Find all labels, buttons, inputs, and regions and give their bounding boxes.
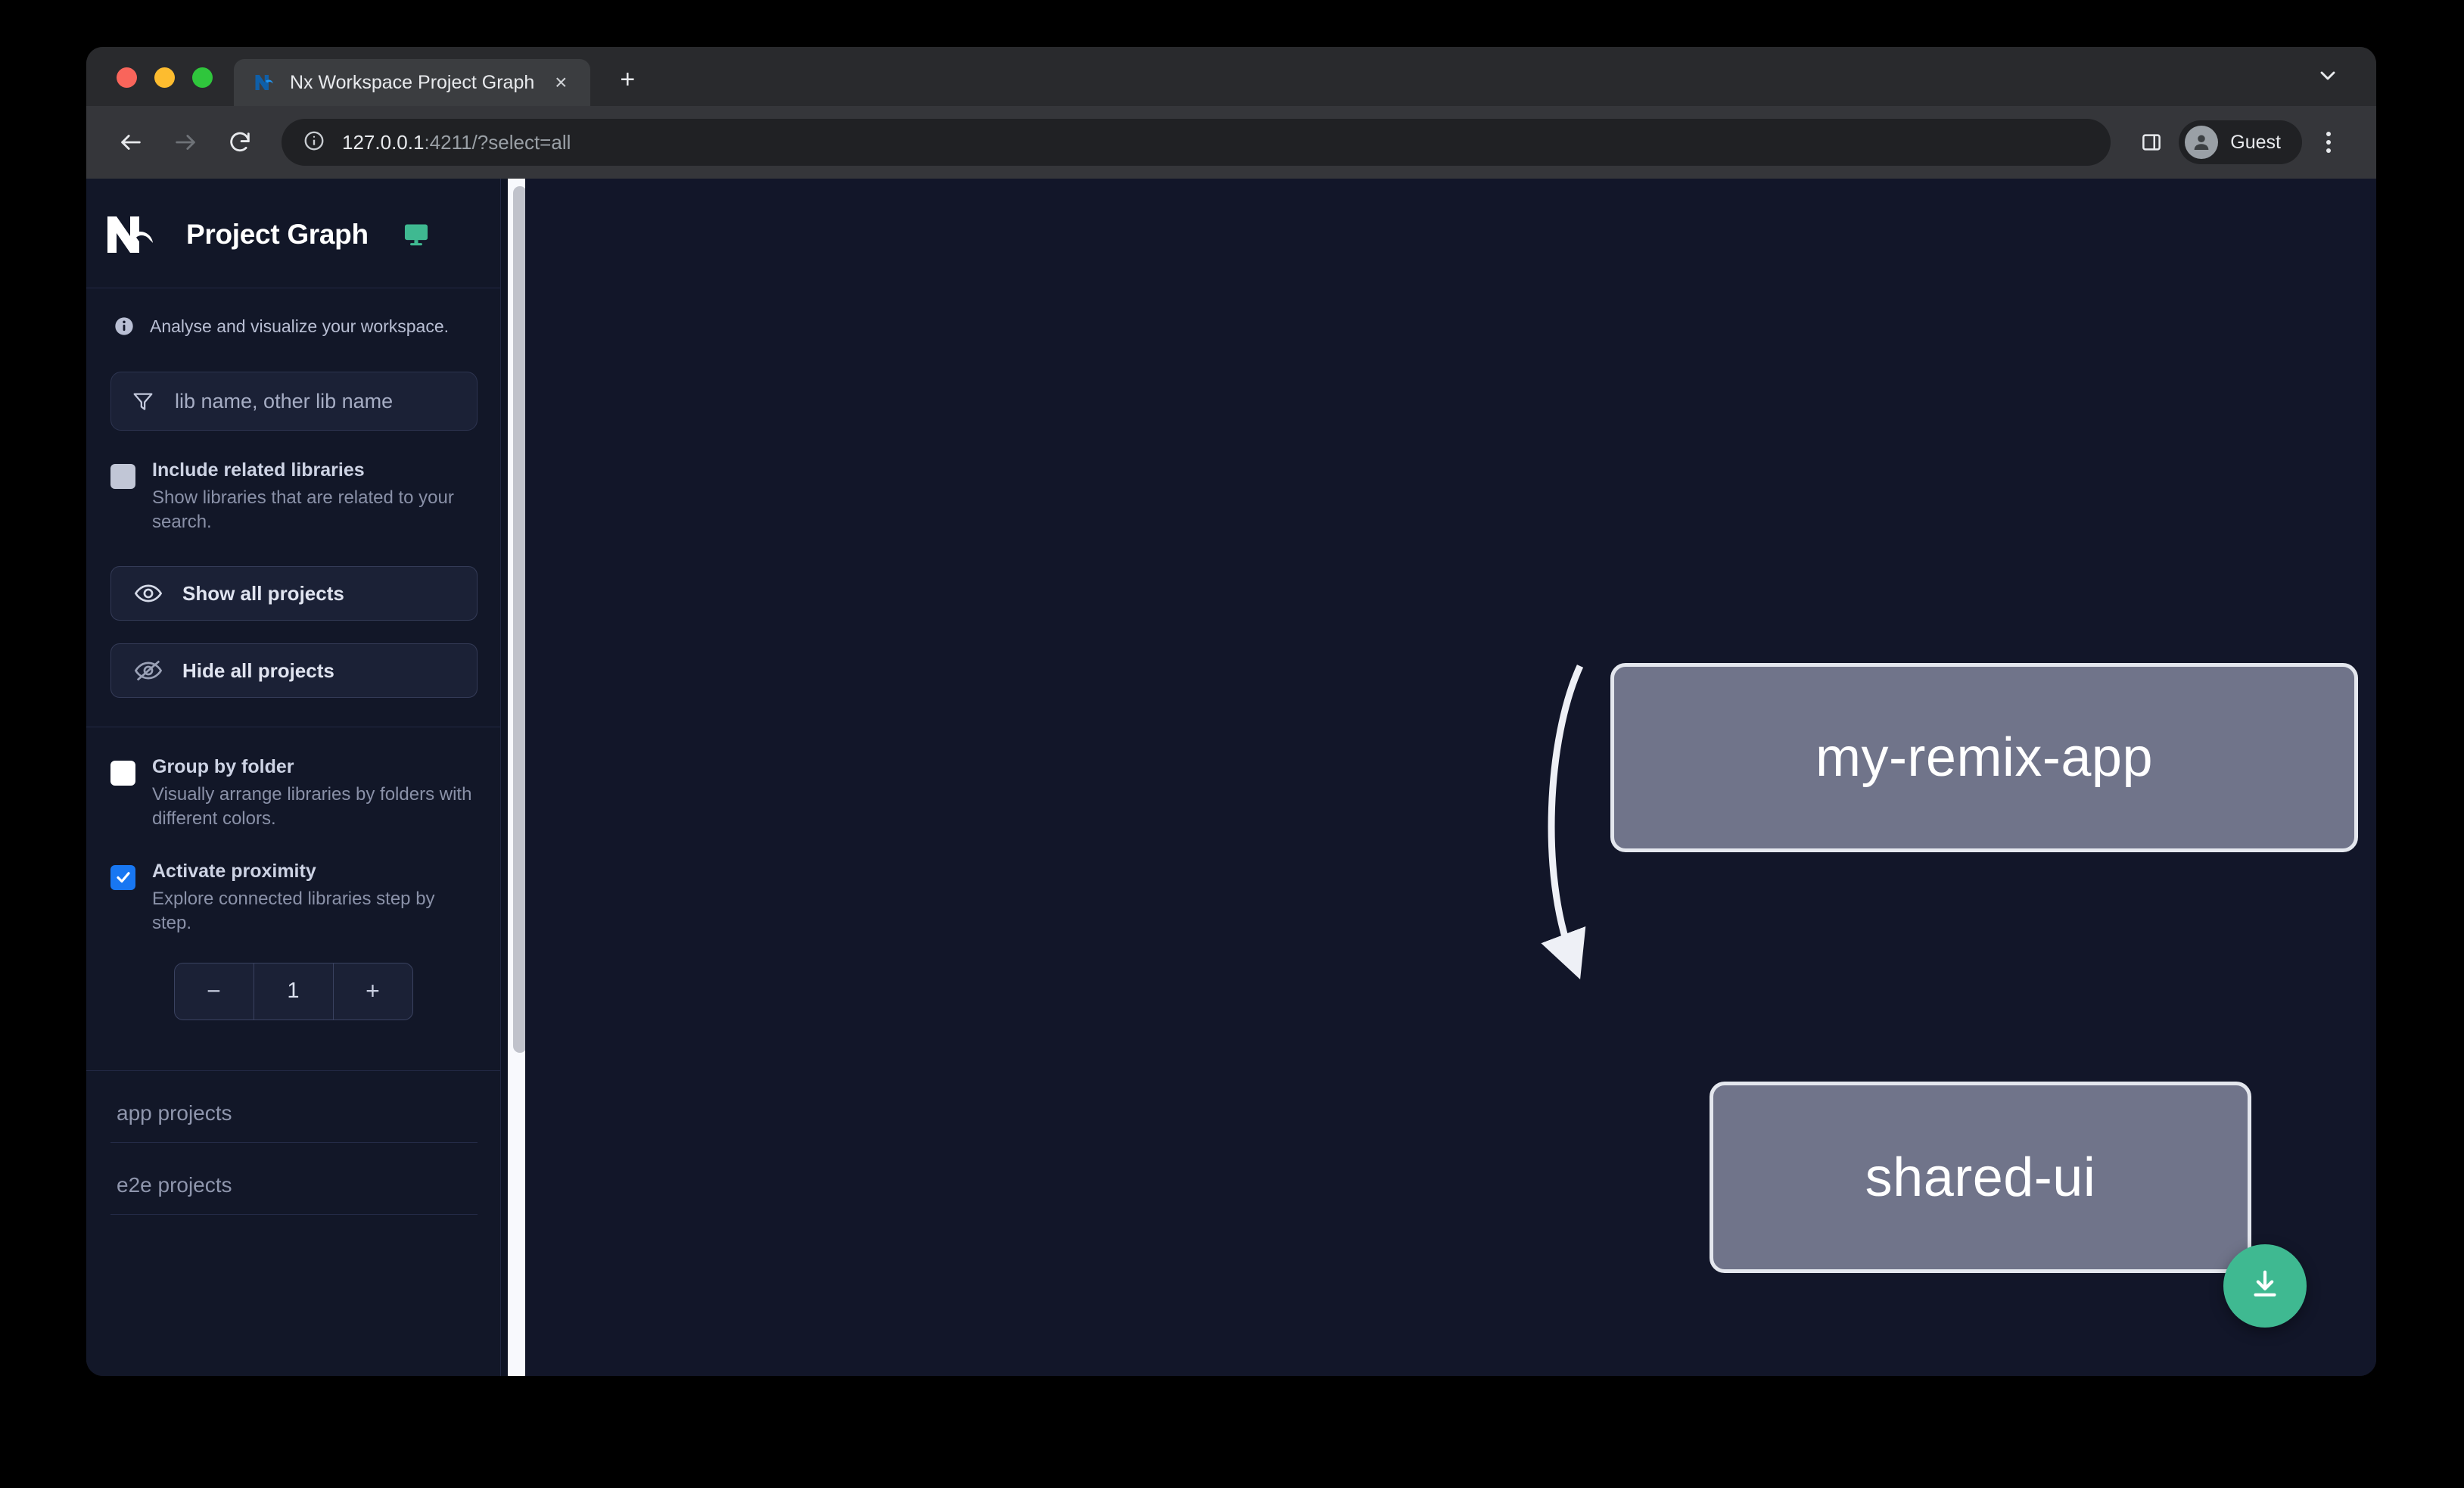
eye-off-icon	[134, 659, 163, 682]
checkbox-activate-proximity[interactable]	[110, 864, 135, 890]
minimize-window-button[interactable]	[154, 67, 175, 88]
kebab-menu-icon[interactable]	[2308, 120, 2349, 164]
search-placeholder: lib name, other lib name	[175, 389, 394, 412]
edge-my-remix-app-to-shared-ui	[1541, 665, 1586, 980]
sidebar: Project Graph Analyse and visualize your…	[86, 179, 532, 1376]
eye-icon	[134, 582, 163, 605]
back-arrow-icon[interactable]	[107, 119, 154, 166]
option-label: Activate proximity	[152, 860, 316, 882]
node-label: shared-ui	[1865, 1147, 2096, 1208]
profile-label: Guest	[2230, 131, 2281, 153]
stepper-decrement-button[interactable]: −	[175, 963, 254, 1019]
url-text: 127.0.0.1:4211/?select=all	[342, 131, 571, 154]
info-icon	[114, 316, 135, 337]
show-all-projects-button[interactable]: Show all projects	[110, 566, 478, 621]
url-host: 127.0.0.1	[342, 130, 425, 154]
section-app-projects[interactable]: app projects	[110, 1071, 478, 1143]
option-group-by-folder[interactable]: Group by folder Visually arrange librari…	[86, 756, 500, 831]
window-traffic-lights	[86, 67, 213, 106]
option-label: Group by folder	[152, 756, 294, 778]
page-content: Project Graph Analyse and visualize your…	[86, 179, 2376, 1376]
toolbar-right-group: Guest	[2130, 120, 2349, 164]
profile-button[interactable]: Guest	[2179, 120, 2302, 164]
option-description: Visually arrange libraries by folders wi…	[152, 784, 472, 830]
url-path: :4211/?select=all	[424, 130, 571, 154]
browser-tab[interactable]: Nx Workspace Project Graph ×	[234, 59, 591, 106]
maximize-window-button[interactable]	[192, 67, 213, 88]
side-panel-icon[interactable]	[2130, 121, 2173, 163]
funnel-icon	[131, 389, 155, 413]
address-bar[interactable]: 127.0.0.1:4211/?select=all	[282, 119, 2111, 166]
download-button[interactable]	[2223, 1244, 2307, 1328]
hide-all-projects-button[interactable]: Hide all projects	[110, 643, 478, 699]
sidebar-header: Project Graph	[86, 179, 500, 288]
option-activate-proximity[interactable]: Activate proximity Explore connected lib…	[86, 861, 500, 935]
graph-node-shared-ui[interactable]: shared-ui	[1710, 1082, 2251, 1273]
option-description: Explore connected libraries step by step…	[152, 888, 435, 933]
checkbox-include-related-libraries[interactable]	[110, 464, 135, 489]
sidebar-note: Analyse and visualize your workspace.	[86, 288, 500, 337]
option-description: Show libraries that are related to your …	[152, 487, 454, 533]
tab-strip: Nx Workspace Project Graph × +	[86, 47, 2376, 106]
option-label: Include related libraries	[152, 459, 365, 481]
search-input[interactable]: lib name, other lib name	[110, 372, 478, 431]
project-graph-canvas[interactable]: my-remix-app shared-ui	[525, 179, 2376, 1376]
close-icon[interactable]: ×	[555, 70, 568, 94]
tab-title: Nx Workspace Project Graph	[290, 71, 535, 93]
proximity-stepper: − 1 +	[173, 962, 413, 1020]
graph-node-my-remix-app[interactable]: my-remix-app	[1610, 663, 2358, 852]
new-tab-button[interactable]: +	[620, 64, 636, 94]
sidebar-note-text: Analyse and visualize your workspace.	[150, 316, 450, 336]
stepper-increment-button[interactable]: +	[366, 977, 380, 1005]
node-label: my-remix-app	[1815, 727, 2154, 788]
forward-arrow-icon[interactable]	[162, 119, 209, 166]
download-icon	[2248, 1267, 2282, 1306]
nx-logo-icon	[106, 212, 165, 257]
stepper-value: 1	[254, 963, 334, 1019]
avatar	[2185, 126, 2219, 159]
chevron-down-icon[interactable]	[2313, 61, 2343, 91]
checkbox-group-by-folder[interactable]	[110, 761, 135, 786]
sidebar-divider-2	[86, 1069, 500, 1071]
monitor-icon[interactable]	[402, 220, 431, 249]
option-include-related-libraries[interactable]: Include related libraries Show libraries…	[86, 459, 500, 534]
nx-favicon-icon	[254, 71, 276, 94]
browser-window: Nx Workspace Project Graph × +	[86, 47, 2376, 1376]
browser-toolbar: 127.0.0.1:4211/?select=all Guest	[86, 106, 2376, 179]
show-all-projects-label: Show all projects	[182, 581, 344, 605]
info-circle-icon[interactable]	[303, 129, 325, 156]
sidebar-sections: app projects e2e projects	[86, 1071, 500, 1215]
section-e2e-projects[interactable]: e2e projects	[110, 1143, 478, 1215]
page-title: Project Graph	[186, 219, 369, 250]
reload-icon[interactable]	[216, 119, 263, 166]
hide-all-projects-label: Hide all projects	[182, 658, 334, 682]
close-window-button[interactable]	[117, 67, 137, 88]
sidebar-scroll-area: lib name, other lib name Include related…	[86, 337, 500, 1376]
sidebar-scrollbar-thumb[interactable]	[513, 186, 527, 1053]
